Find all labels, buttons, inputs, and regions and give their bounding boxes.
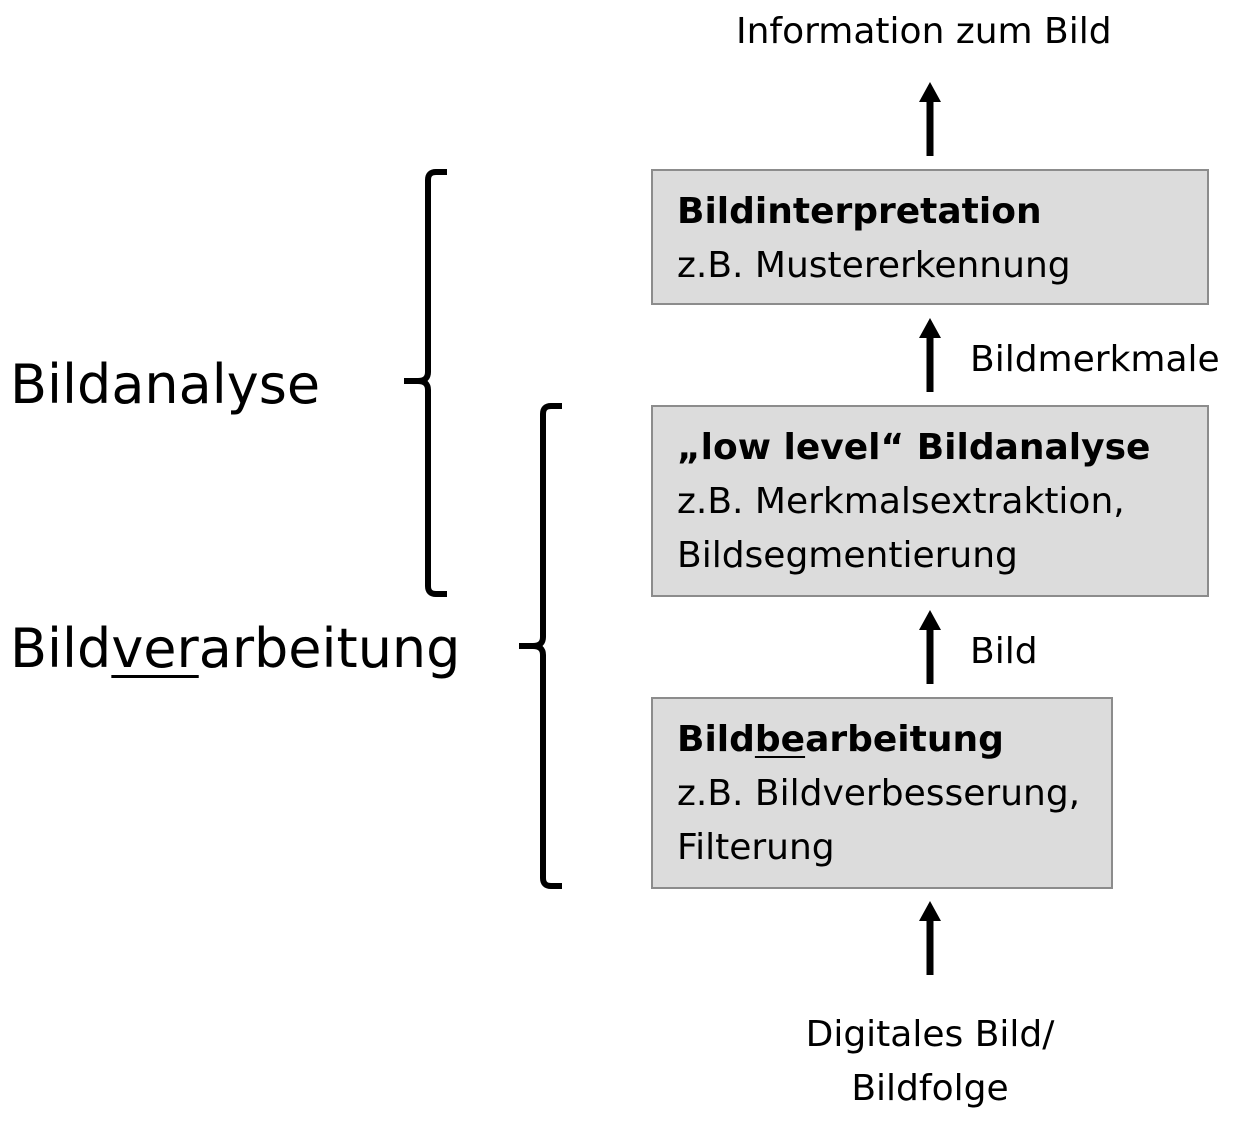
- bracket-bildanalyse: [404, 169, 447, 597]
- arrow-to-output: [919, 82, 941, 156]
- arrow-from-input: [919, 901, 941, 975]
- output-label: Information zum Bild: [736, 11, 1112, 52]
- bracket-bildverarbeitung: [519, 403, 562, 889]
- edge-label-bild: Bild: [970, 631, 1038, 672]
- edge-label-bildmerkmale: Bildmerkmale: [970, 339, 1220, 380]
- stage-description: Bildsegmentierung: [677, 535, 1018, 576]
- stage-box-bildbearbeitung: Bildbearbeitung z.B. Bildverbesserung, F…: [651, 697, 1113, 889]
- input-label: Digitales Bild/ Bildfolge: [760, 1008, 1100, 1116]
- stage-description: z.B. Bildverbesserung,: [677, 773, 1081, 814]
- stage-description: z.B. Merkmalsextraktion,: [677, 481, 1125, 522]
- stage-title: Bildinterpretation: [677, 191, 1042, 232]
- stage-box-low-level-bildanalyse: „low level“ Bildanalyse z.B. Merkmalsext…: [651, 405, 1209, 597]
- label-part-underlined: ver: [111, 617, 199, 680]
- stage-title: Bildbearbeitung: [677, 713, 1111, 767]
- arrow-bildmerkmale: [919, 318, 941, 392]
- label-part: arbeitung: [198, 617, 461, 680]
- stage-box-bildinterpretation: Bildinterpretation z.B. Mustererkennung: [651, 169, 1209, 305]
- title-part: Bild: [677, 719, 755, 760]
- bracket-label-bildverarbeitung: Bildverarbeitung: [10, 616, 460, 682]
- stage-description: Filterung: [677, 827, 835, 868]
- label-part: Bild: [10, 617, 112, 680]
- stage-title: „low level“ Bildanalyse: [677, 427, 1151, 468]
- title-part: arbeitung: [805, 719, 1004, 760]
- input-label-line: Bildfolge: [851, 1068, 1009, 1109]
- bracket-label-bildanalyse: Bildanalyse: [10, 353, 321, 416]
- stage-description: z.B. Mustererkennung: [677, 245, 1071, 286]
- arrow-bild: [919, 610, 941, 684]
- title-part-underlined: be: [754, 719, 806, 760]
- input-label-line: Digitales Bild/: [805, 1014, 1055, 1055]
